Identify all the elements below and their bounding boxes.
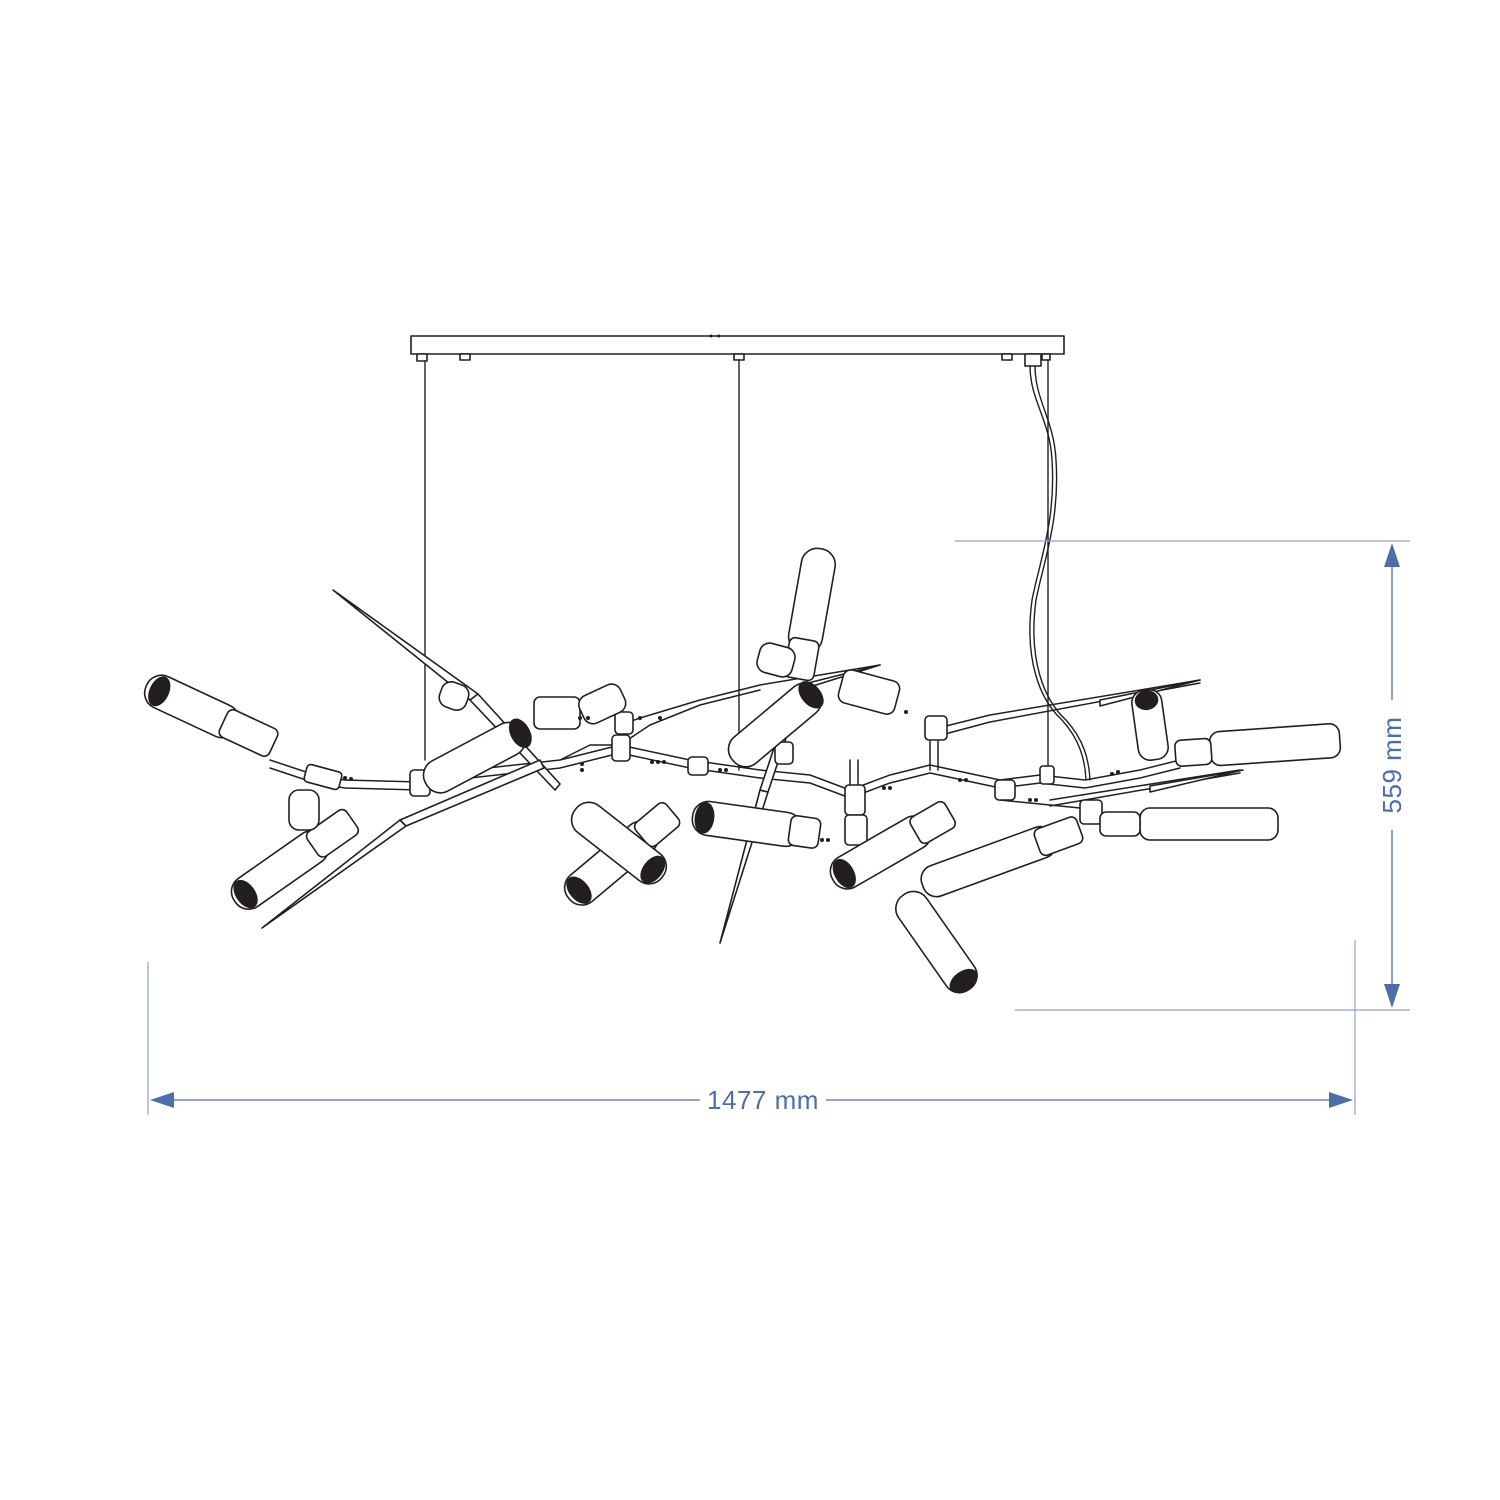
screw-details xyxy=(343,710,1120,842)
spotlight-6 xyxy=(570,801,668,885)
width-label: 1477 mm xyxy=(707,1085,819,1115)
height-dimension xyxy=(955,540,1410,1011)
spotlight-3 xyxy=(422,718,532,794)
spotlight-4 xyxy=(438,681,627,730)
spotlight-11 xyxy=(895,890,978,994)
suspension-wires xyxy=(424,359,1091,781)
width-dimension xyxy=(147,940,1356,1115)
spotlight-7 xyxy=(783,547,837,682)
decorative-spikes xyxy=(261,589,1244,944)
spotlight-stub-2 xyxy=(756,642,901,715)
spotlight-13 xyxy=(1174,723,1342,767)
ceiling-canopy xyxy=(410,334,1065,367)
spotlight-10 xyxy=(829,800,957,890)
chandelier-fixture xyxy=(143,334,1342,994)
spotlight-stub-1 xyxy=(288,789,320,831)
spotlight-cylinders xyxy=(143,547,1342,994)
spotlight-1 xyxy=(143,674,279,758)
spotlight-9 xyxy=(691,800,822,849)
spotlight-8 xyxy=(727,681,824,768)
spotlight-14 xyxy=(1099,807,1279,841)
height-label: 559 mm xyxy=(1377,717,1407,814)
spotlight-2 xyxy=(230,808,360,910)
spotlight-12 xyxy=(1131,689,1169,761)
spotlight-15 xyxy=(920,816,1084,898)
